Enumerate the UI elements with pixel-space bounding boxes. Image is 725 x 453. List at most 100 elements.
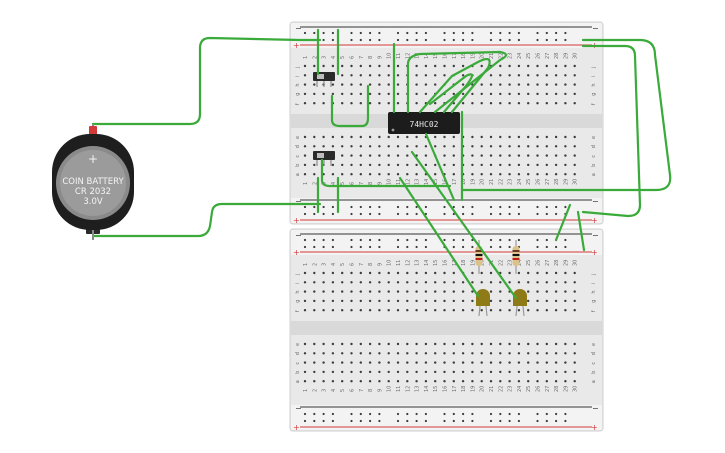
terminal-hole [536, 290, 539, 293]
terminal-hole [303, 135, 307, 139]
terminal-hole [461, 361, 465, 364]
terminal-hole [527, 309, 530, 312]
rail-hole [396, 212, 400, 216]
rail-hole [396, 205, 400, 209]
column-number: 7 [359, 182, 365, 185]
terminal-hole [471, 154, 474, 157]
terminal-hole [480, 83, 483, 86]
rail-hole [369, 212, 372, 216]
column-number: 1 [303, 389, 309, 392]
terminal-hole [499, 309, 502, 312]
terminal-hole [322, 290, 325, 293]
column-number: 20 [480, 53, 486, 59]
terminal-hole [331, 380, 335, 383]
column-number: 6 [350, 56, 356, 59]
terminal-hole [313, 83, 316, 86]
column-number: 27 [545, 53, 551, 59]
rail-hole [359, 412, 362, 416]
terminal-hole [471, 135, 474, 139]
terminal-hole [461, 342, 465, 346]
column-number: 13 [415, 179, 421, 185]
rail-hole [396, 245, 400, 249]
rail-hole [359, 212, 362, 216]
terminal-hole [564, 281, 567, 284]
column-number: 4 [331, 56, 337, 59]
terminal-hole [564, 380, 567, 383]
terminal-hole [303, 309, 307, 312]
rail-hole [443, 212, 446, 216]
terminal-hole [480, 370, 483, 374]
rail-hole [415, 212, 418, 216]
terminal-hole [452, 290, 455, 293]
terminal-hole [434, 64, 437, 68]
rail-hole [369, 419, 372, 423]
terminal-hole [378, 154, 381, 157]
terminal-hole [461, 281, 465, 284]
terminal-hole [480, 173, 483, 176]
column-number: 30 [573, 260, 579, 266]
rail-hole [406, 38, 409, 42]
terminal-hole [536, 361, 539, 364]
terminal-hole [368, 92, 372, 96]
rail-hole [378, 419, 381, 423]
terminal-hole [378, 173, 381, 176]
column-number: 28 [554, 260, 560, 266]
terminal-hole [313, 64, 316, 68]
terminal-hole [545, 135, 548, 139]
column-number: 22 [498, 179, 504, 185]
rail-hole [303, 419, 307, 423]
column-number: 27 [545, 260, 551, 266]
terminal-hole [517, 64, 521, 68]
terminal-hole [527, 83, 530, 86]
column-number: 20 [480, 260, 486, 266]
terminal-hole [489, 92, 493, 96]
terminal-hole [517, 352, 521, 355]
terminal-hole [452, 352, 455, 355]
rail-hole [369, 205, 372, 209]
rail-hole [508, 31, 511, 35]
terminal-hole [471, 309, 474, 312]
terminal-hole [489, 370, 493, 374]
rail-hole [462, 412, 465, 416]
wire-17 [460, 38, 672, 192]
row-letter: c [591, 155, 597, 158]
row-letter: f [591, 103, 597, 105]
terminal-hole [489, 83, 493, 86]
rail-hole [489, 205, 493, 209]
terminal-hole [406, 299, 409, 303]
terminal-hole [573, 74, 576, 77]
rail-hole [545, 205, 548, 209]
terminal-hole [406, 342, 409, 346]
rail-hole [545, 412, 548, 416]
terminal-hole [396, 352, 400, 355]
terminal-hole [536, 299, 539, 303]
terminal-hole [461, 352, 465, 355]
terminal-hole [359, 145, 362, 148]
terminal-hole [424, 92, 428, 96]
rail-hole [396, 419, 400, 423]
terminal-hole [489, 74, 493, 77]
terminal-hole [545, 361, 548, 364]
column-number: 18 [461, 260, 467, 266]
rail-hole [331, 238, 334, 242]
resistor-band [475, 254, 483, 256]
rail-hole [406, 412, 409, 416]
terminal-hole [415, 173, 418, 176]
terminal-hole [508, 154, 511, 157]
terminal-hole [554, 145, 558, 148]
terminal-hole [527, 163, 530, 167]
rail-hole [322, 212, 325, 216]
terminal-hole [322, 271, 325, 275]
terminal-hole [313, 380, 316, 383]
terminal-hole [508, 309, 511, 312]
terminal-hole [303, 361, 307, 364]
resistor-band [512, 250, 520, 252]
rail-hole [359, 245, 362, 249]
terminal-hole [424, 361, 428, 364]
row-letter: g [295, 300, 301, 303]
resistor-band [475, 258, 483, 260]
switch-knob [317, 153, 324, 158]
terminal-hole [387, 281, 390, 284]
